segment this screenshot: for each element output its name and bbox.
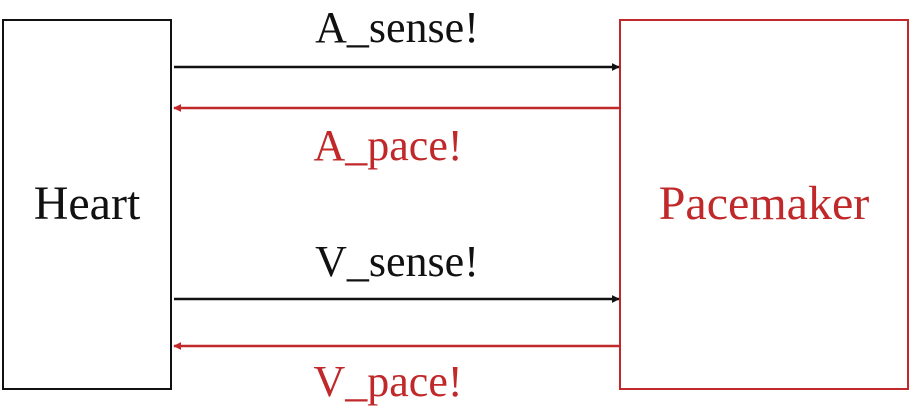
- a-pace-signal: A_pace!: [173, 104, 619, 170]
- pacemaker-label: Pacemaker: [659, 177, 870, 230]
- a-sense-label: A_sense!: [315, 3, 479, 52]
- heart-block: Heart: [2, 19, 172, 390]
- v-pace-label: V_pace!: [313, 357, 462, 406]
- heart-label: Heart: [34, 177, 141, 230]
- v-sense-label: V_sense!: [315, 237, 479, 286]
- a-sense-signal: A_sense!: [174, 3, 620, 71]
- a-pace-label: A_pace!: [313, 121, 462, 170]
- v-pace-signal: V_pace!: [173, 342, 619, 406]
- pacemaker-box: [619, 19, 909, 390]
- pacemaker-block: Pacemaker: [619, 19, 909, 390]
- heart-box: [2, 19, 172, 390]
- v-sense-signal: V_sense!: [174, 237, 620, 303]
